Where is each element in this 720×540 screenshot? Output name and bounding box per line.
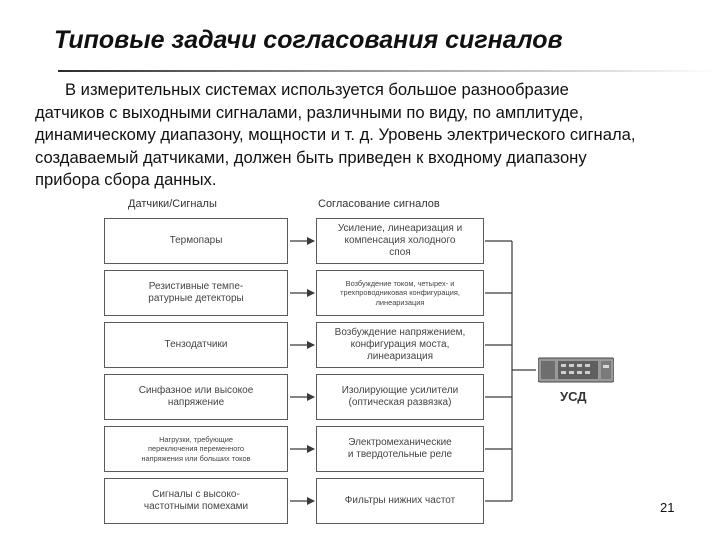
conditioning-box-voltage-excitation: Возбуждение напряжением, конфигурация мо…: [316, 322, 484, 368]
sensor-box-thermocouples: Термопары: [104, 218, 288, 264]
sensor-box-hf-noise-signals: Сигналы с высоко- частотными помехами: [104, 478, 288, 524]
sensor-box-strain-gauges: Тензодатчики: [104, 322, 288, 368]
sensor-box-high-voltage: Синфазное или высокое напряжение: [104, 374, 288, 420]
slide-title: Типовые задачи согласования сигналов: [54, 26, 563, 54]
conditioning-box-relays: Электромеханические и твердотельные реле: [316, 426, 484, 472]
daq-label: УСД: [560, 389, 587, 404]
intro-paragraph: В измерительных системах используется бо…: [35, 80, 636, 190]
sensors-column-header: Датчики/Сигналы: [128, 198, 217, 210]
conditioning-box-amplification: Усиление, линеаризация и компенсация хол…: [316, 218, 484, 264]
sensor-box-rtd: Резистивные темпе- ратурные детекторы: [104, 270, 288, 316]
daq-device-icon: [538, 357, 614, 383]
title-underline: [58, 70, 720, 72]
conditioning-box-current-excitation: Возбуждение током, четырех- и трехпровод…: [316, 270, 484, 316]
sensor-box-switching-loads: Нагрузки, требующие переключения перемен…: [104, 426, 288, 472]
page-number: 21: [660, 500, 675, 515]
conditioning-box-isolation-amplifiers: Изолирующие усилители (оптическая развяз…: [316, 374, 484, 420]
conditioning-box-lowpass-filters: Фильтры нижних частот: [316, 478, 484, 524]
conditioning-column-header: Согласование сигналов: [318, 198, 440, 210]
